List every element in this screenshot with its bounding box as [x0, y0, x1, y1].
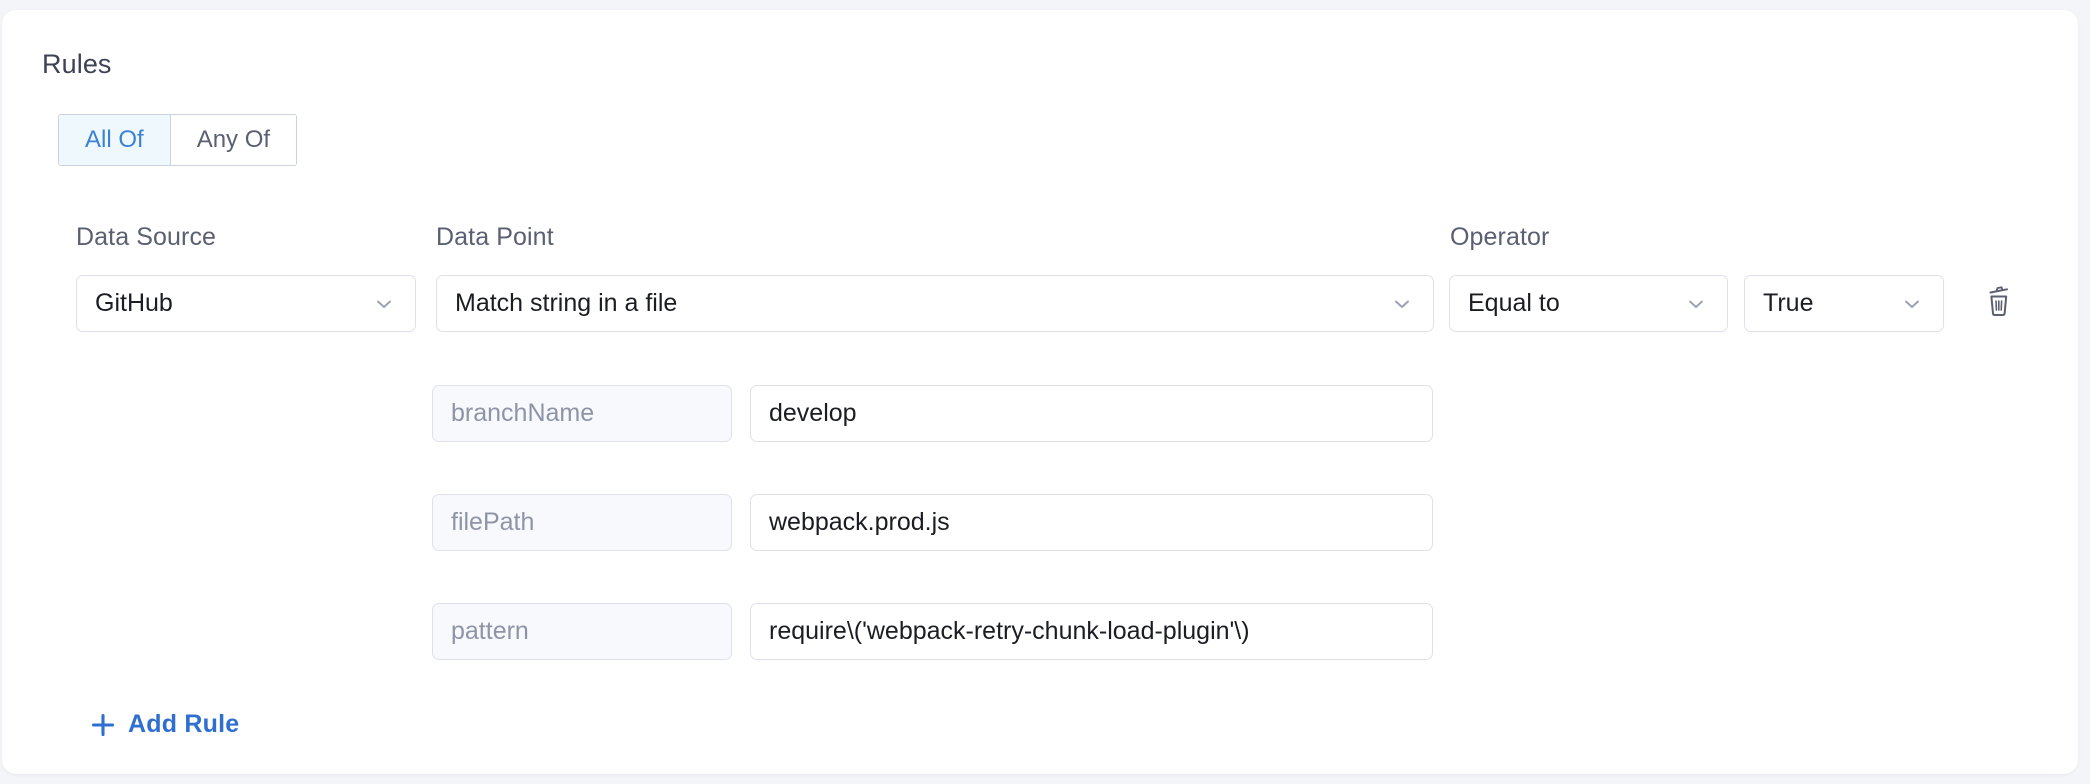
operand-select[interactable]: True: [1744, 275, 1944, 332]
parameter-key-label: filePath: [432, 494, 732, 551]
chevron-down-icon: [373, 293, 395, 315]
page-title: Rules: [42, 49, 112, 79]
match-mode-toggle[interactable]: All Of Any Of: [58, 114, 298, 166]
data-source-select[interactable]: GitHub: [76, 275, 416, 332]
parameter-value-input[interactable]: [750, 385, 1433, 442]
operator-select[interactable]: Equal to: [1449, 275, 1728, 332]
data-point-value: Match string in a file: [455, 289, 678, 317]
operator-value: Equal to: [1468, 289, 1560, 317]
operand-value: True: [1763, 289, 1814, 317]
match-mode-any-of[interactable]: Any Of: [169, 115, 297, 165]
parameter-key-label: pattern: [432, 603, 732, 660]
add-rule-button[interactable]: Add Rule: [90, 710, 239, 739]
data-point-select[interactable]: Match string in a file: [436, 275, 1434, 332]
parameter-key-label: branchName: [432, 385, 732, 442]
operator-label: Operator: [1450, 223, 1550, 251]
chevron-down-icon: [1391, 293, 1413, 315]
plus-icon: [90, 712, 116, 738]
chevron-down-icon: [1901, 293, 1923, 315]
match-mode-all-of[interactable]: All Of: [59, 115, 170, 165]
data-source-value: GitHub: [95, 289, 173, 317]
data-source-label: Data Source: [76, 223, 217, 251]
trash-icon: [1982, 285, 2016, 324]
parameter-value-input[interactable]: [750, 494, 1433, 551]
delete-rule-button[interactable]: [1977, 282, 2021, 326]
add-rule-label: Add Rule: [128, 710, 240, 738]
chevron-down-icon: [1685, 293, 1707, 315]
rules-card: Rules All Of Any Of Data Source Data Poi…: [2, 10, 2078, 774]
data-point-label: Data Point: [436, 223, 554, 251]
parameter-value-input[interactable]: [750, 603, 1433, 660]
